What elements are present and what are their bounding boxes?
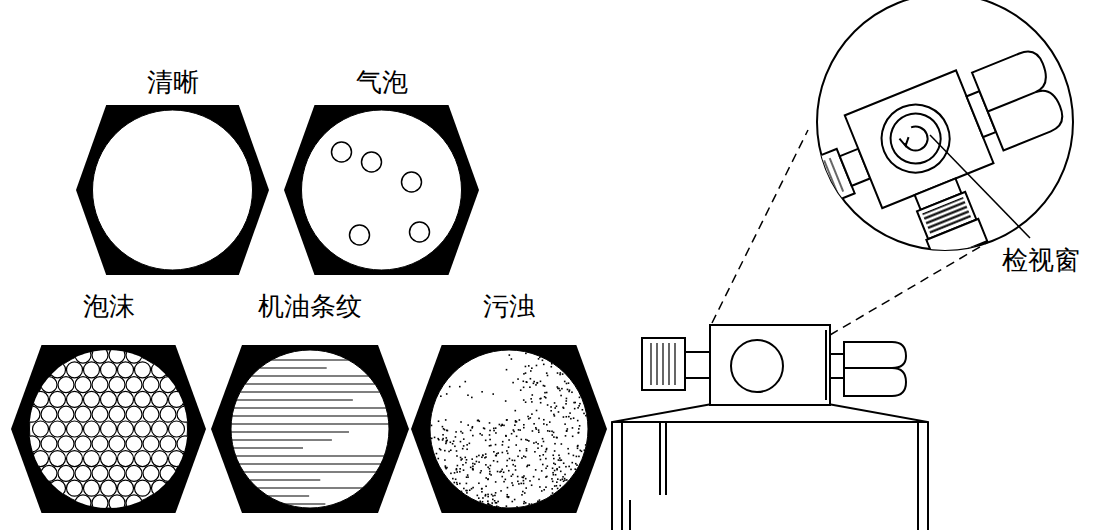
drier-body bbox=[612, 404, 928, 530]
leader-line bbox=[930, 135, 1030, 238]
hexagon-window bbox=[410, 344, 608, 514]
sight-glass-state: 泡沫 bbox=[10, 292, 207, 514]
magnified-sight-glass bbox=[757, 39, 1093, 308]
part-label: 检视窗 bbox=[1002, 246, 1080, 276]
state-label: 清晰 bbox=[75, 68, 270, 98]
sight-glass-block bbox=[642, 325, 906, 405]
sight-glass-state: 气泡 bbox=[283, 68, 480, 276]
sight-glass-state: 污浊 bbox=[410, 292, 608, 514]
sight-glass-state: 机油条纹 bbox=[210, 292, 410, 514]
hexagon-window bbox=[10, 344, 207, 514]
state-label: 机油条纹 bbox=[210, 292, 410, 322]
state-label: 气泡 bbox=[283, 68, 480, 98]
sight-glass-state: 清晰 bbox=[75, 68, 270, 276]
hexagon-window bbox=[283, 104, 480, 276]
state-label: 泡沫 bbox=[10, 292, 207, 322]
state-label: 污浊 bbox=[410, 292, 608, 322]
hexagon-window bbox=[75, 104, 270, 276]
hexagon-window bbox=[210, 344, 410, 514]
magnified-view-circle bbox=[817, 0, 1073, 250]
